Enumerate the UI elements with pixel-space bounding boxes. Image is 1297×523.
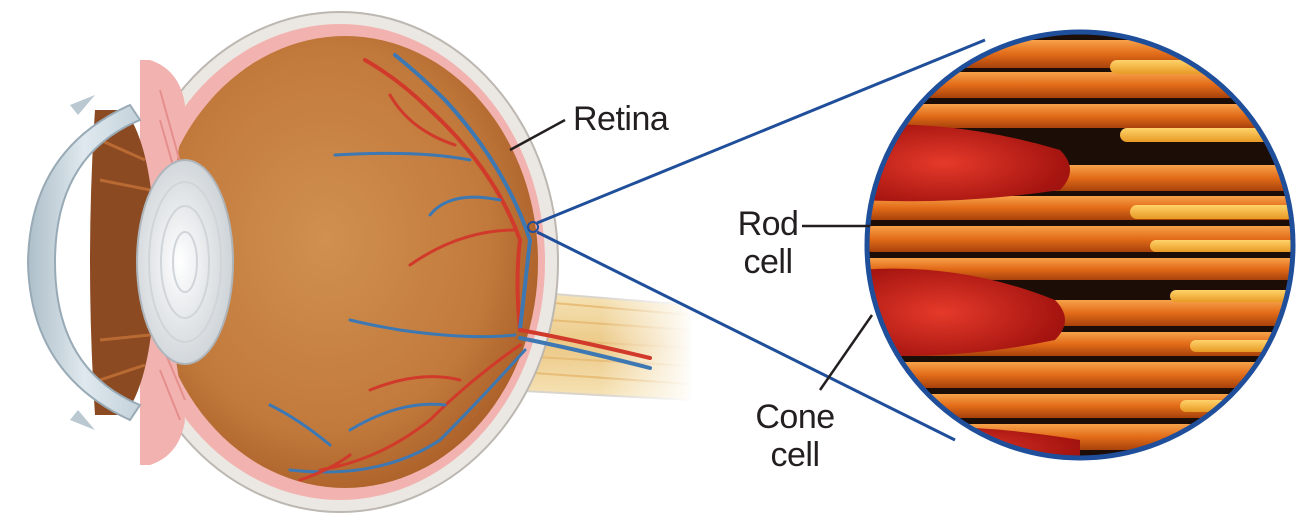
lens [137,160,233,364]
label-rod-cell: Rod cell [728,205,808,281]
label-rod-line2: cell [728,243,808,281]
label-cone-cell: Cone cell [745,398,845,474]
label-retina: Retina [573,100,668,138]
label-cone-line1: Cone [745,398,845,436]
cone-leader-line [820,315,872,390]
label-rod-line1: Rod [728,205,808,243]
label-cone-line2: cell [745,436,845,474]
